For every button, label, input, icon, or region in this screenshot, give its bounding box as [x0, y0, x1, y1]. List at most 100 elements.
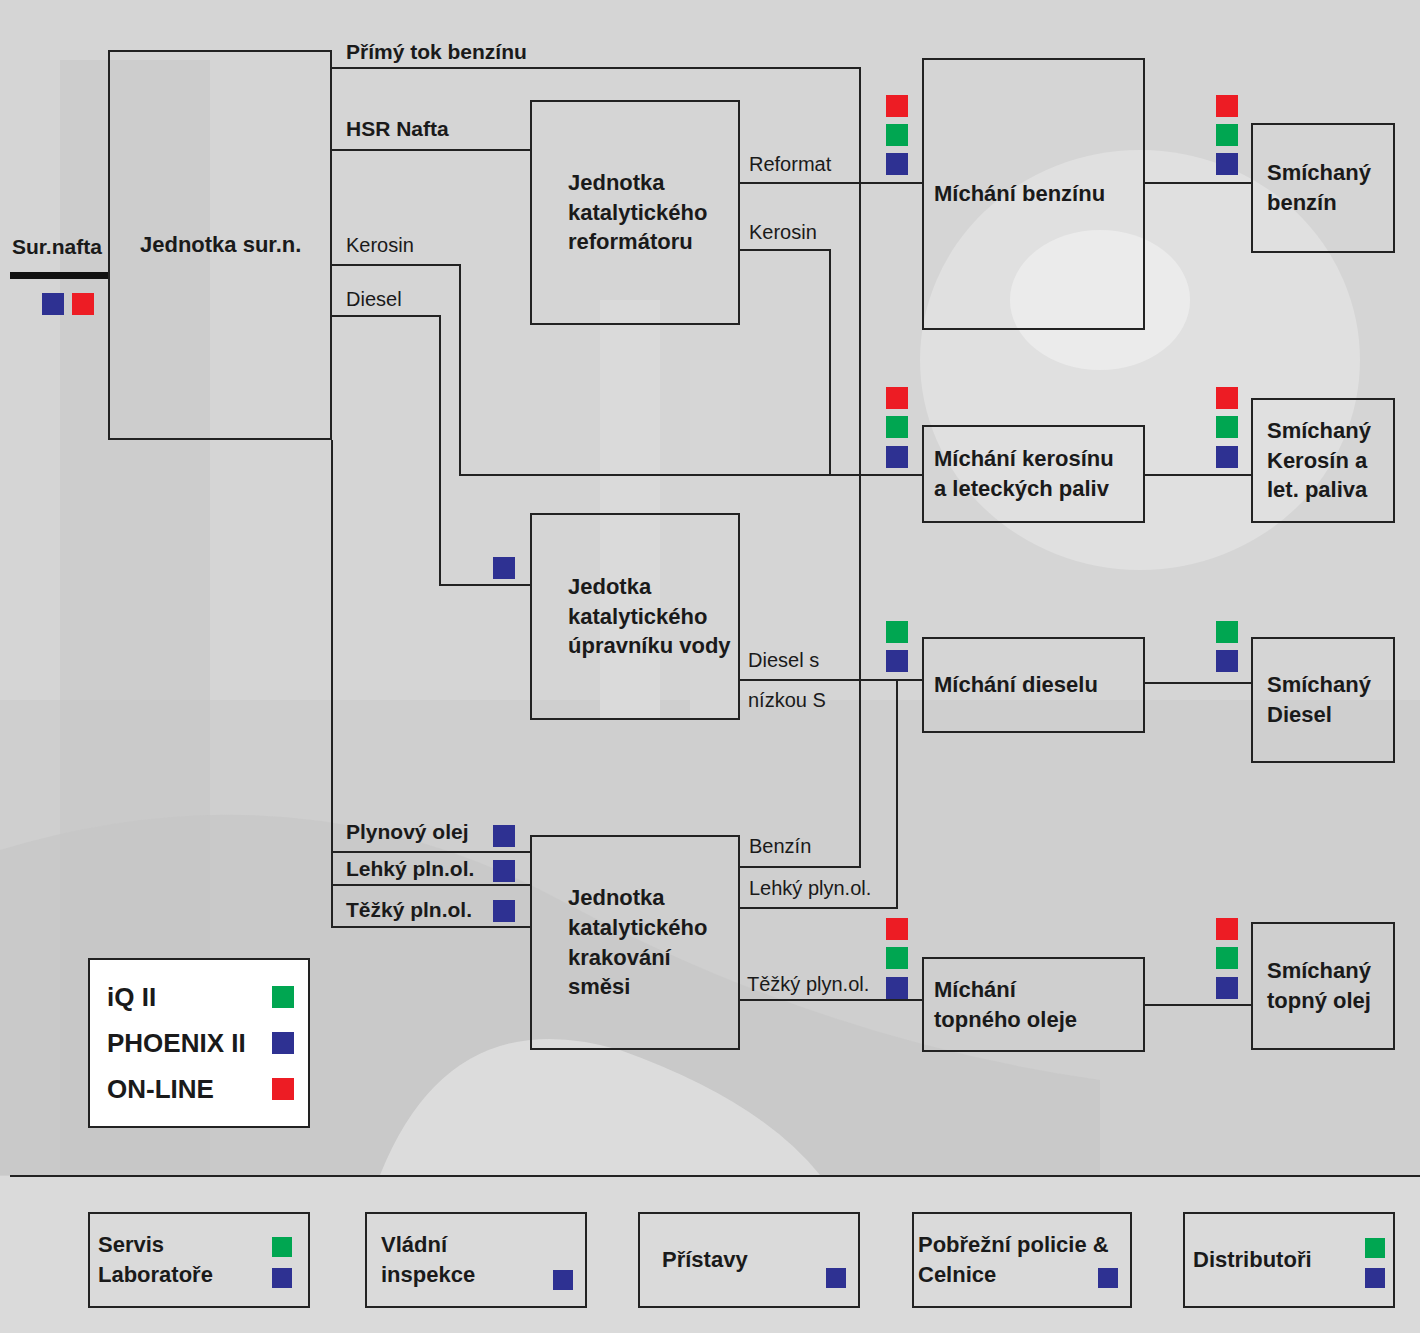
- marker-square: [72, 293, 94, 315]
- edge-label: Těžký plyn.ol.: [747, 972, 869, 996]
- column: [690, 360, 740, 720]
- marker-square: [826, 1268, 846, 1288]
- node-text: Míchání benzínu: [934, 179, 1139, 209]
- legend-text: ON-LINE: [107, 1073, 214, 1105]
- edge-label: Kerosin: [749, 220, 817, 244]
- edge-label: Diesel s nízkou S: [748, 640, 848, 720]
- process-box: Jedotka katalytického úpravníku vody: [530, 513, 740, 720]
- marker-square: [1216, 621, 1238, 643]
- legend-text: iQ II: [107, 981, 156, 1013]
- edge-label: Lehký plyn.ol.: [749, 876, 871, 900]
- crude-feed-line: [10, 272, 108, 279]
- node-text: Distributoři: [1193, 1245, 1363, 1275]
- process-box: Míchání topného oleje: [922, 957, 1145, 1052]
- process-box: Jednotka sur.n.: [108, 50, 332, 440]
- legend-text: PHOENIX II: [107, 1027, 246, 1059]
- node-text: Jednotka katalytického reformátoru: [568, 168, 736, 258]
- process-box: Míchání dieselu: [922, 637, 1145, 733]
- edge-label: Kerosin: [346, 233, 414, 257]
- process-box: Míchání benzínu: [922, 58, 1145, 330]
- process-box: Přístavy: [638, 1212, 860, 1308]
- process-box: Pobřežní policie & Celnice: [912, 1212, 1132, 1308]
- marker-square: [493, 557, 515, 579]
- marker-square: [886, 153, 908, 175]
- connector: [740, 680, 922, 908]
- input-label: Sur.nafta: [12, 235, 102, 259]
- connector: [1145, 474, 1251, 476]
- marker-square: [1365, 1238, 1385, 1258]
- node-text: Smíchaný Diesel: [1267, 670, 1389, 730]
- pipe-shape: [0, 815, 1100, 1175]
- marker-square: [493, 825, 515, 847]
- marker-square: [493, 900, 515, 922]
- connector: [332, 68, 922, 183]
- marker-square: [1216, 387, 1238, 409]
- connector: [1145, 1004, 1251, 1006]
- marker-square: [886, 95, 908, 117]
- process-box: Míchání kerosínu a leteckých paliv: [922, 425, 1145, 523]
- marker-square: [886, 947, 908, 969]
- process-box: Jednotka katalytického reformátoru: [530, 100, 740, 325]
- node-text: Míchání dieselu: [934, 670, 1139, 700]
- marker-square: [1216, 416, 1238, 438]
- node-text: Jednotka sur.n.: [140, 230, 325, 260]
- process-box: Distributoři: [1183, 1212, 1395, 1308]
- node-text: Pobřežní policie & Celnice: [918, 1230, 1130, 1290]
- marker-square: [886, 650, 908, 672]
- marker-square: [1216, 977, 1238, 999]
- marker-square: [886, 124, 908, 146]
- legend-row: iQ II: [107, 981, 294, 1013]
- connector: [332, 440, 530, 852]
- connector: [332, 440, 530, 927]
- node-text: Přístavy: [662, 1245, 812, 1275]
- bottom-band: [0, 1176, 1420, 1333]
- marker-square: [1365, 1268, 1385, 1288]
- legend-swatch: [272, 1032, 294, 1054]
- process-box: Smíchaný Kerosín a let. paliva: [1251, 398, 1395, 523]
- marker-square: [553, 1270, 573, 1290]
- marker-square: [886, 416, 908, 438]
- process-box: Jednotka katalytického krakování směsi: [530, 835, 740, 1050]
- connector: [332, 316, 530, 585]
- process-box: Smíchaný topný olej: [1251, 922, 1395, 1050]
- marker-square: [1216, 446, 1238, 468]
- marker-square: [886, 446, 908, 468]
- connector: [740, 679, 922, 681]
- marker-square: [886, 621, 908, 643]
- legend-row: ON-LINE: [107, 1073, 294, 1105]
- connector: [740, 250, 922, 475]
- marker-square: [886, 918, 908, 940]
- marker-square: [1216, 124, 1238, 146]
- node-text: Jednotka katalytického krakování směsi: [568, 883, 736, 1003]
- marker-square: [1216, 650, 1238, 672]
- node-text: Jedotka katalytického úpravníku vody: [568, 572, 736, 662]
- connector: [332, 265, 922, 475]
- edge-label: Těžký pln.ol.: [346, 898, 472, 922]
- node-text: Smíchaný Kerosín a let. paliva: [1267, 416, 1389, 506]
- marker-square: [886, 977, 908, 999]
- node-text: Míchání kerosínu a leteckých paliv: [934, 444, 1124, 504]
- marker-square: [1216, 95, 1238, 117]
- process-box: Smíchaný Diesel: [1251, 637, 1395, 763]
- node-text: Míchání topného oleje: [934, 975, 1094, 1035]
- process-box: Smíchaný benzín: [1251, 123, 1395, 253]
- marker-square: [1098, 1268, 1118, 1288]
- connector: [332, 149, 530, 151]
- marker-square: [272, 1237, 292, 1257]
- marker-square: [886, 387, 908, 409]
- marker-square: [1216, 947, 1238, 969]
- edge-label: HSR Nafta: [346, 117, 449, 141]
- marker-square: [272, 1268, 292, 1288]
- edge-label: Lehký pln.ol.: [346, 857, 474, 881]
- connector: [332, 440, 530, 885]
- connector: [740, 999, 922, 1001]
- node-text: Smíchaný topný olej: [1267, 956, 1389, 1016]
- legend-swatch: [272, 986, 294, 1008]
- connector: [740, 183, 922, 867]
- legend-row: PHOENIX II: [107, 1027, 294, 1059]
- process-box: Servis Laboratoře: [88, 1212, 310, 1308]
- marker-square: [493, 860, 515, 882]
